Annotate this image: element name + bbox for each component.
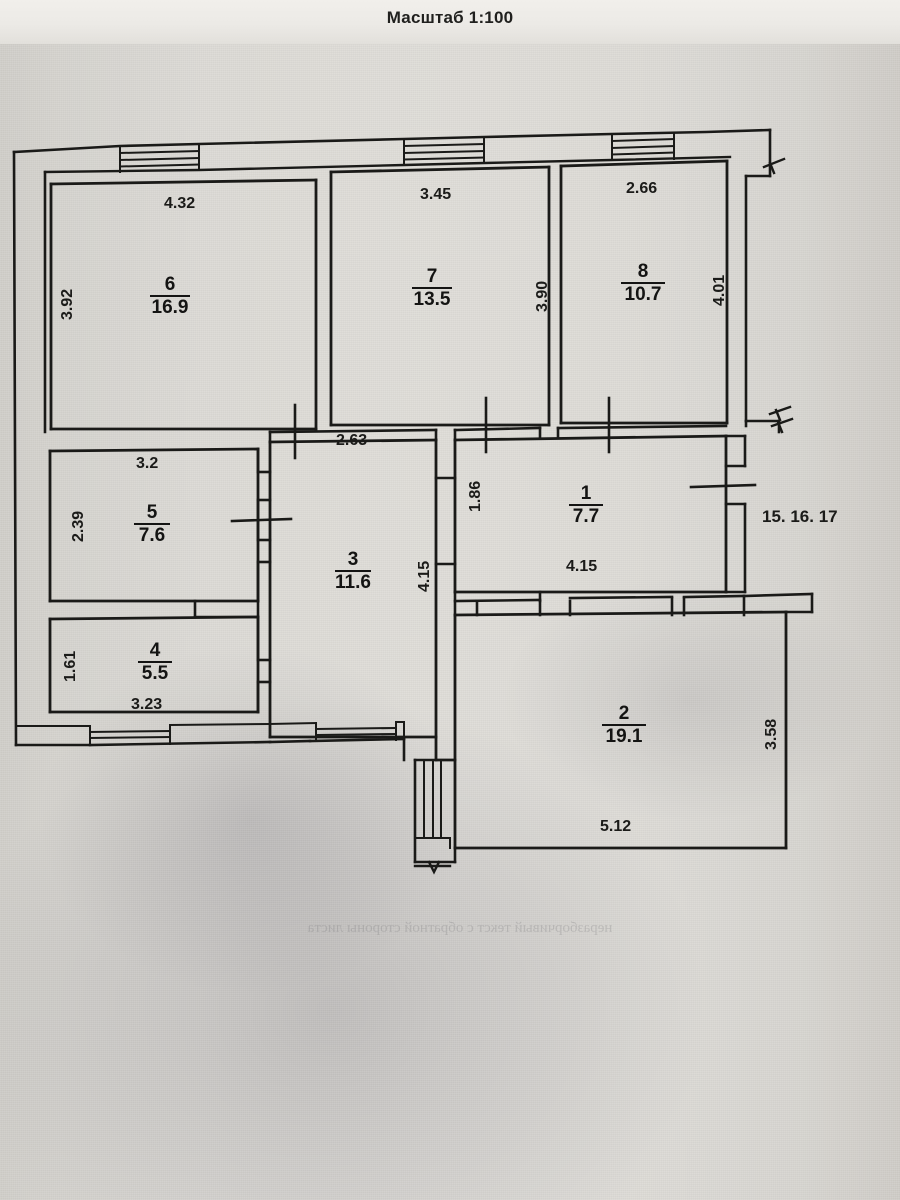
- door-swing-mark-room1-right: [689, 483, 757, 489]
- window-top-room6: [118, 143, 201, 173]
- window-bottom-left: [15, 722, 272, 746]
- door-jambs-upper-corridor: [268, 426, 560, 444]
- room-3-label: 3 11.6: [325, 549, 381, 593]
- room-6-label: 6 16.9: [140, 274, 200, 318]
- room-2-label: 2 19.1: [592, 703, 656, 747]
- room-5-area: 7.6: [138, 525, 166, 546]
- room-3-area: 11.6: [335, 572, 371, 593]
- dim-room-6-width: 4.32: [164, 195, 196, 212]
- dim-room-7-width: 3.45: [420, 186, 452, 203]
- dim-room-4-height: 1.61: [62, 650, 79, 682]
- dim-room-5-height: 2.39: [70, 510, 87, 542]
- room-1-number: 1: [580, 483, 592, 504]
- room-6-walls: [49, 178, 318, 431]
- wall-tick-top-right: [762, 157, 786, 175]
- dim-room-4-width: 3.23: [131, 696, 163, 713]
- room-2-number: 2: [618, 703, 630, 724]
- room-4-number: 4: [149, 640, 161, 661]
- dim-room-7-height: 3.90: [534, 280, 551, 312]
- right-side-note: 15. 16. 17: [762, 507, 838, 526]
- window-top-room8: [610, 132, 676, 161]
- dim-room-8-height: 4.01: [711, 274, 728, 306]
- bottom-wall-band: [88, 737, 457, 762]
- partition-wall-corridor-left: [256, 447, 272, 714]
- upper-corridor-wall: [268, 419, 748, 434]
- room-6-divider: [150, 295, 190, 297]
- room-5-number: 5: [146, 502, 158, 523]
- room-8-area: 10.7: [624, 284, 662, 305]
- dim-room-2-height: 3.58: [763, 718, 780, 750]
- wall-tick-bottom-right: [770, 417, 794, 434]
- door-jambs-room1: [434, 464, 747, 566]
- upper-band-room2: [453, 590, 814, 617]
- room-3-walls: [268, 438, 438, 762]
- window-bottom-center: [268, 721, 405, 742]
- room-1-area: 7.7: [572, 506, 600, 527]
- page-title: Масштаб 1:100: [386, 8, 514, 27]
- room-4-label: 4 5.5: [127, 640, 183, 684]
- dim-room-3-height: 4.15: [416, 560, 433, 592]
- dim-room-3-width: 2.63: [336, 432, 368, 449]
- room-1-divider: [569, 504, 603, 506]
- room-1-walls: [453, 434, 728, 594]
- room-3-divider: [335, 570, 371, 572]
- dim-room-1-height: 1.86: [467, 480, 484, 512]
- room-8-divider: [621, 282, 665, 284]
- room-6-number: 6: [164, 274, 176, 295]
- window-top-room7: [402, 136, 486, 166]
- room-8-label: 8 10.7: [613, 261, 673, 305]
- dim-room-2-width: 5.12: [600, 818, 632, 835]
- room-2-divider: [602, 724, 646, 726]
- room-3-number: 3: [347, 549, 359, 570]
- room-7-area: 13.5: [413, 289, 451, 310]
- wall-jog-room4-room5: [193, 599, 260, 619]
- page-header-strip: [0, 0, 900, 44]
- room-7-walls: [329, 165, 551, 427]
- room-1-label: 1 7.7: [559, 483, 613, 527]
- room-7-divider: [412, 287, 452, 289]
- dim-room-6-height: 3.92: [59, 288, 76, 320]
- room-2-area: 19.1: [605, 726, 643, 747]
- outer-wall-envelope: [12, 128, 781, 747]
- room-5-label: 5 7.6: [124, 502, 180, 546]
- room-6-area: 16.9: [151, 297, 189, 318]
- room-5-divider: [134, 523, 170, 525]
- window-vestibule-vertical: [414, 761, 451, 849]
- top-wall-band: [43, 155, 732, 174]
- room-4-divider: [138, 661, 172, 663]
- room-8-number: 8: [637, 261, 649, 282]
- wall-tick-mid-right: [768, 405, 792, 422]
- dim-room-8-width: 2.66: [626, 180, 658, 197]
- room-2-walls: [453, 610, 788, 850]
- room-7-label: 7 13.5: [402, 266, 462, 310]
- dim-room-5-width: 3.2: [136, 455, 159, 472]
- room-4-area: 5.5: [141, 663, 169, 684]
- door-swing-mark-room5: [230, 517, 293, 523]
- room-8-walls: [559, 159, 729, 425]
- room-7-number: 7: [426, 266, 438, 287]
- entrance-arrow-marks: [413, 860, 452, 875]
- dim-room-1-width: 4.15: [566, 558, 598, 575]
- entrance-vestibule: [413, 758, 457, 864]
- door-swing-marks-upper: [293, 396, 611, 460]
- right-wall-room1: [724, 434, 747, 594]
